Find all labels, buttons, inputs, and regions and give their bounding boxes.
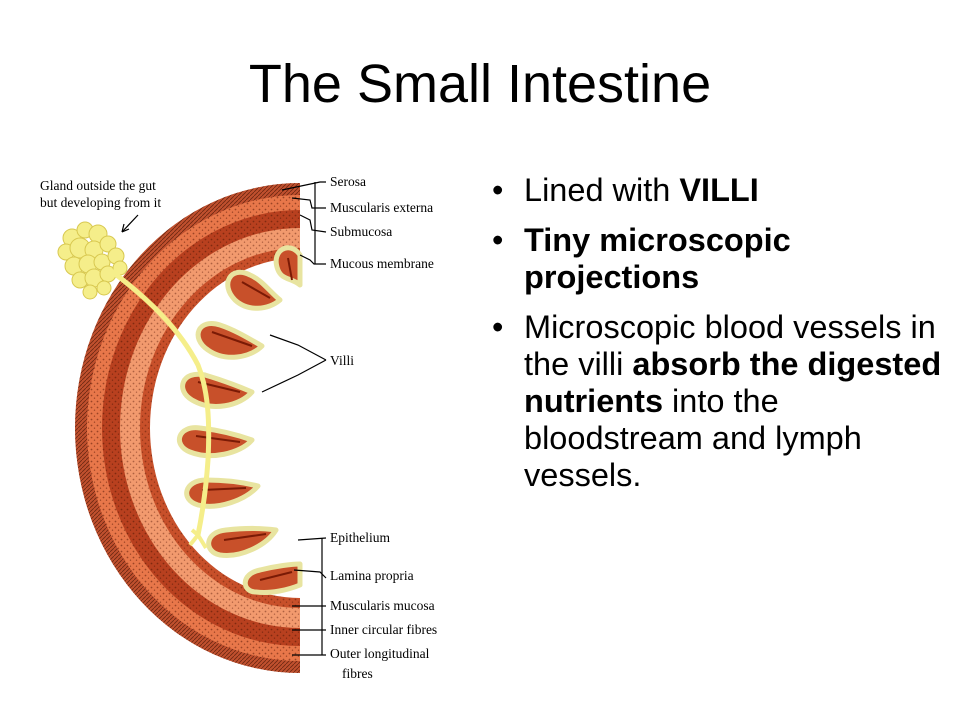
bullet-item: Tiny microscopic projections: [488, 222, 948, 296]
gland-duct: [108, 268, 212, 536]
label-muscularis-externa: Muscularis externa: [330, 200, 433, 215]
gland-label-line1: Gland outside the gut: [40, 178, 156, 193]
top-leader-lines: [281, 181, 327, 265]
villi-leader-lines: [261, 334, 327, 393]
label-epithelium: Epithelium: [330, 530, 390, 545]
label-villi: Villi: [330, 353, 354, 368]
bullet-list: Lined with VILLI Tiny microscopic projec…: [488, 172, 948, 507]
gland-label-line2: but developing from it: [40, 195, 161, 210]
villus: [176, 425, 255, 459]
intestine-cross-section-svg: Gland outside the gut but developing fro…: [40, 174, 437, 681]
slide-title: The Small Intestine: [248, 54, 712, 114]
label-submucosa: Submucosa: [330, 224, 392, 239]
label-outer-longitudinal-fibres-2: fibres: [342, 666, 373, 681]
label-inner-circular-fibres: Inner circular fibres: [330, 622, 437, 637]
label-lamina-propria: Lamina propria: [330, 568, 414, 583]
villus: [242, 561, 303, 595]
bottom-leader-lines: [292, 537, 327, 656]
label-serosa: Serosa: [330, 174, 366, 189]
villus: [225, 269, 283, 311]
villi: [176, 245, 303, 595]
gland: [57, 221, 128, 300]
bullet-item: Microscopic blood vessels in the villi a…: [488, 309, 948, 494]
label-outer-longitudinal-fibres: Outer longitudinal: [330, 646, 430, 661]
intestine-wall-diagram: Gland outside the gut but developing fro…: [30, 160, 470, 700]
label-mucous-membrane: Mucous membrane: [330, 256, 434, 271]
label-muscularis-mucosa: Muscularis mucosa: [330, 598, 435, 613]
villus: [273, 245, 303, 288]
bullet-item: Lined with VILLI: [488, 172, 948, 209]
